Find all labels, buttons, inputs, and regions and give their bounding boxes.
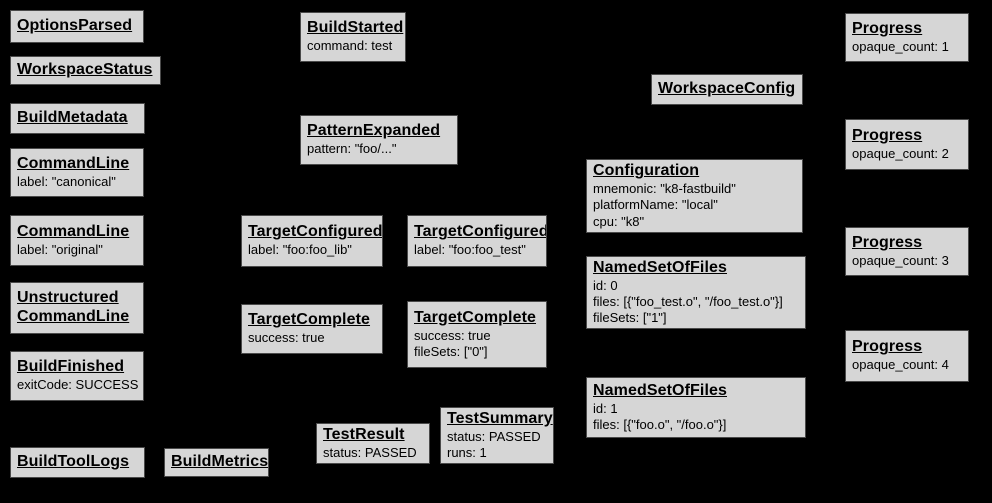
diagram-node-workspace-status: WorkspaceStatus bbox=[10, 56, 161, 85]
node-detail: fileSets: ["0"] bbox=[414, 343, 488, 359]
node-title: Progress bbox=[852, 126, 923, 144]
node-title: TestResult bbox=[323, 425, 405, 443]
node-title: NamedSetOfFiles bbox=[593, 258, 727, 276]
diagram-node-build-metadata: BuildMetadata bbox=[10, 103, 145, 134]
node-detail: pattern: "foo/..." bbox=[307, 141, 397, 157]
node-detail: status: PASSED bbox=[447, 428, 541, 444]
diagram-node-unstructured-command-line: Unstructured CommandLine bbox=[10, 282, 144, 334]
node-title: BuildToolLogs bbox=[17, 453, 130, 471]
diagram-node-build-metrics: BuildMetrics bbox=[164, 448, 269, 477]
node-detail: opaque_count: 2 bbox=[852, 145, 949, 161]
node-detail: id: 1 bbox=[593, 400, 618, 416]
node-title: NamedSetOfFiles bbox=[593, 381, 727, 399]
node-title: Progress bbox=[852, 233, 923, 251]
node-detail: opaque_count: 3 bbox=[852, 252, 949, 268]
node-title: TargetConfigured bbox=[248, 223, 383, 241]
node-title: Unstructured CommandLine bbox=[17, 289, 130, 325]
node-title: WorkspaceStatus bbox=[17, 61, 153, 79]
node-title: OptionsParsed bbox=[17, 17, 133, 35]
node-detail: mnemonic: "k8-fastbuild" bbox=[593, 181, 736, 197]
node-detail: files: [{"foo_test.o", "/foo_test.o"}] bbox=[593, 293, 783, 309]
node-title: Configuration bbox=[593, 162, 700, 180]
node-title: BuildMetrics bbox=[171, 453, 269, 471]
node-detail: id: 0 bbox=[593, 277, 618, 293]
node-title: TestSummary bbox=[447, 409, 553, 427]
node-detail: exitCode: SUCCESS bbox=[17, 377, 139, 393]
node-title: BuildStarted bbox=[307, 19, 404, 37]
node-detail: opaque_count: 1 bbox=[852, 38, 949, 54]
node-detail: label: "foo:foo_lib" bbox=[248, 242, 352, 258]
node-title: CommandLine bbox=[17, 154, 130, 172]
node-detail: cpu: "k8" bbox=[593, 213, 645, 229]
node-title: Progress bbox=[852, 19, 923, 37]
diagram-node-options-parsed: OptionsParsed bbox=[10, 10, 144, 43]
node-title: TargetComplete bbox=[414, 308, 537, 326]
node-detail: label: "original" bbox=[17, 241, 103, 257]
diagram-node-workspace-config: WorkspaceConfig bbox=[651, 74, 803, 105]
node-title: BuildFinished bbox=[17, 358, 125, 376]
node-detail: label: "canonical" bbox=[17, 173, 116, 189]
node-detail: platformName: "local" bbox=[593, 197, 718, 213]
node-title: TargetConfigured bbox=[414, 223, 547, 241]
node-detail: success: true bbox=[248, 330, 325, 346]
node-detail: status: PASSED bbox=[323, 444, 417, 460]
node-title: TargetComplete bbox=[248, 311, 371, 329]
node-detail: runs: 1 bbox=[447, 444, 487, 460]
node-detail: success: true bbox=[414, 327, 491, 343]
node-detail: files: [{"foo.o", "/foo.o"}] bbox=[593, 416, 727, 432]
node-detail: command: test bbox=[307, 38, 393, 54]
node-title: WorkspaceConfig bbox=[658, 80, 796, 98]
node-title: Progress bbox=[852, 338, 923, 356]
node-title: CommandLine bbox=[17, 222, 130, 240]
node-title: PatternExpanded bbox=[307, 122, 441, 140]
diagram-node-build-tool-logs: BuildToolLogs bbox=[10, 447, 145, 478]
node-detail: label: "foo:foo_test" bbox=[414, 242, 526, 258]
node-detail: opaque_count: 4 bbox=[852, 357, 949, 373]
node-detail: fileSets: ["1"] bbox=[593, 310, 667, 326]
node-title: BuildMetadata bbox=[17, 109, 128, 127]
